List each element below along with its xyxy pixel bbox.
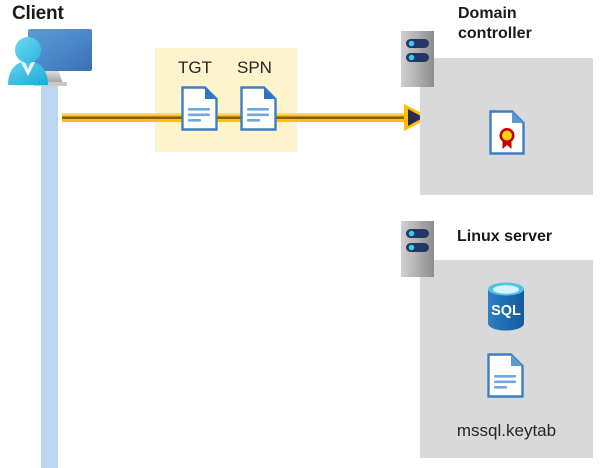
server-rack-icon-linux-server [401, 221, 434, 277]
certificate-document-icon [489, 110, 525, 155]
flow-arrowhead-icon [404, 104, 430, 131]
document-icon-keytab [487, 353, 524, 398]
sql-database-icon: SQL [485, 281, 527, 331]
linux-server-title: Linux server [457, 228, 553, 245]
domain-controller-title-line1: Domain [458, 5, 517, 22]
keytab-filename-label: mssql.keytab [456, 421, 557, 440]
domain-controller-title: Domain controller [458, 4, 598, 44]
client-title: Client [12, 3, 64, 24]
flow-arrow-line [62, 113, 410, 122]
client-workstation-icon [6, 27, 94, 89]
sql-database-label: SQL [491, 303, 521, 319]
client-lifeline [41, 70, 58, 468]
document-icon-spn [240, 86, 277, 131]
token-label-spn: SPN [237, 58, 272, 77]
document-icon-tgt [181, 86, 218, 131]
token-label-tgt: TGT [178, 58, 212, 77]
server-rack-icon-domain-controller [401, 31, 434, 87]
domain-controller-title-line2: controller [458, 25, 532, 42]
